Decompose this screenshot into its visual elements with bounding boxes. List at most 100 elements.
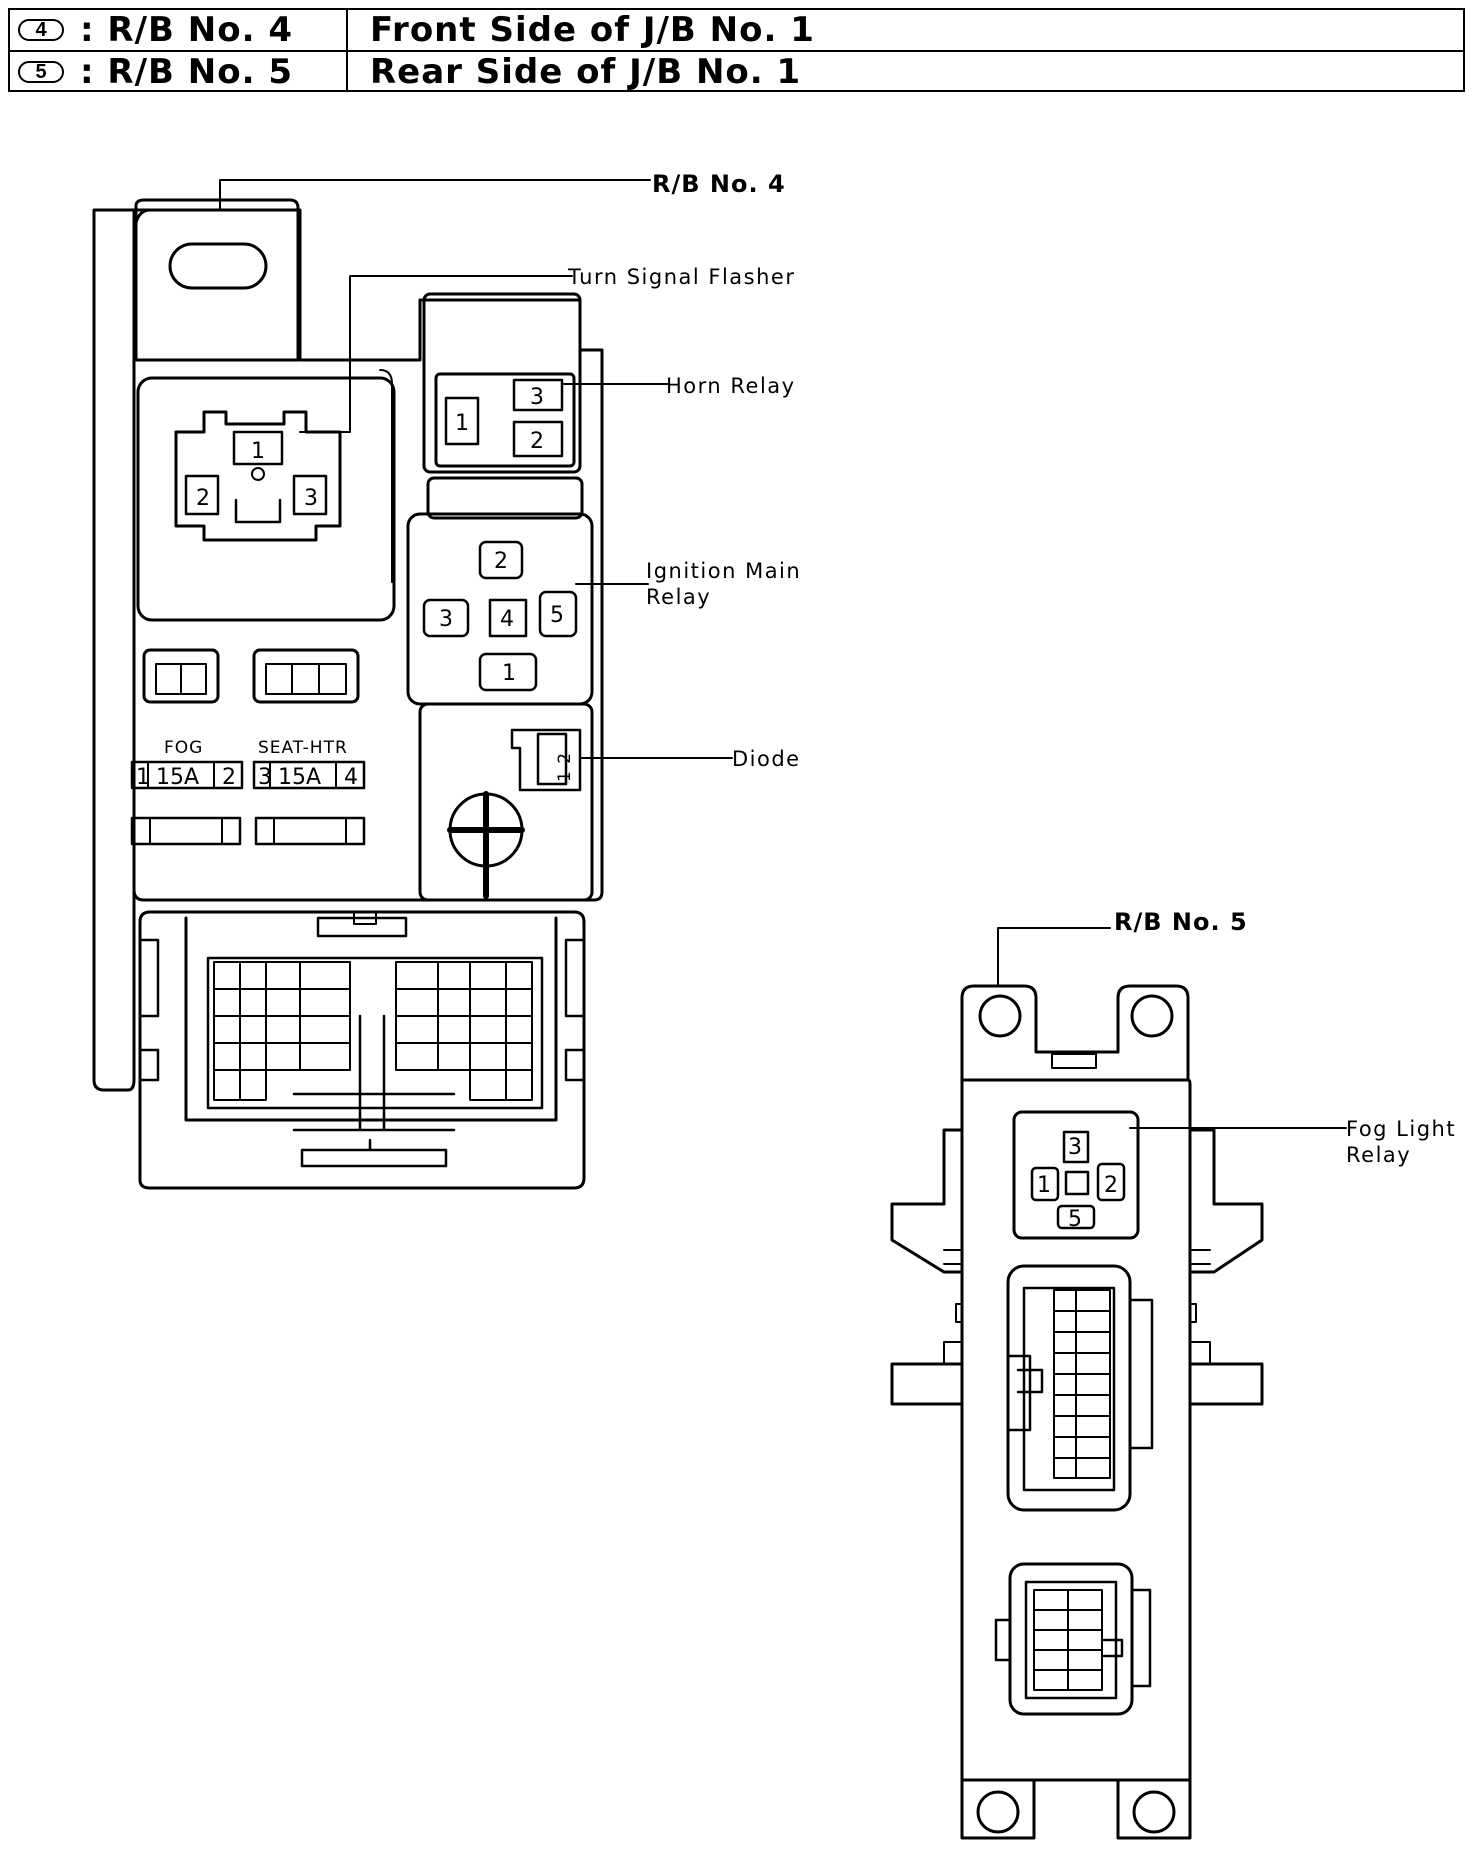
- horn-relay-pin-3: 3: [530, 385, 544, 410]
- turn-signal-flasher-label: Turn Signal Flasher: [567, 265, 795, 289]
- diode-socket: [510, 728, 582, 792]
- ign-pin-3-box: [422, 598, 470, 638]
- flasher-hole: [251, 467, 265, 481]
- ign-pin-2-box: [478, 540, 524, 580]
- rb5-bottom-hole-left: [976, 1790, 1020, 1834]
- fuse-fog-rating: 15A: [156, 765, 199, 790]
- fog-light-relay-label-2: Relay: [1346, 1143, 1411, 1167]
- fuse-slot-2: [254, 816, 366, 846]
- flasher-pin-3: 3: [304, 486, 318, 511]
- fuse-seat-htr-rating: 15A: [278, 765, 321, 790]
- rb5-bottom-ears: [960, 1778, 1192, 1840]
- diode-bay: [418, 702, 594, 902]
- ign-pin-4: 4: [500, 607, 514, 632]
- rb5-lower-connector: [1008, 1562, 1134, 1716]
- diode-body: [536, 732, 568, 786]
- ign-pin-4-box: [488, 598, 528, 638]
- ign-pin-3: 3: [439, 607, 453, 632]
- rb4-connector-inner: [206, 956, 544, 1110]
- horn-relay-pin-1: 1: [455, 411, 469, 436]
- ign-pin-1-box: [478, 652, 538, 692]
- seat-htr-connector-cells: [265, 663, 347, 695]
- header-table: 4 : R/B No. 4 Front Side of J/B No. 1 5 …: [8, 8, 1465, 92]
- fog-relay-pin-1: 1: [1037, 1173, 1051, 1198]
- code-badge-5: 5: [18, 61, 64, 83]
- header-row-1: 4 : R/B No. 4 Front Side of J/B No. 1: [10, 10, 1463, 52]
- leader-turn-signal-flasher: [299, 275, 573, 433]
- fog-pin-5-box: [1056, 1204, 1096, 1230]
- rb5-title: R/B No. 5: [1114, 908, 1248, 936]
- header-divider: [346, 10, 348, 50]
- ign-pin-5: 5: [550, 603, 564, 628]
- fuse-seat-htr-box: [252, 760, 366, 790]
- diode-label: Diode: [732, 747, 801, 771]
- rb5-upper-connector-latch: [1006, 1298, 1154, 1450]
- turn-signal-flasher-bay: [136, 376, 396, 622]
- rb5-top-ears: [960, 984, 1190, 1082]
- fuse-fog-box: [130, 760, 244, 790]
- rb4-main-connector-outer: [138, 910, 586, 1190]
- fuse-slot-dividers: [149, 817, 347, 845]
- flasher-pin-2-box: [184, 474, 220, 516]
- rb5-arm-left: [890, 1362, 964, 1406]
- rb5-top-hole-left: [978, 994, 1022, 1038]
- rb4-main-connector-latch: [316, 916, 408, 938]
- flasher-pin-1-box: [232, 430, 284, 466]
- rb5-upper-connector-grid: [1053, 1289, 1111, 1479]
- header-description-1: Front Side of J/B No. 1: [370, 10, 815, 50]
- rb4-top-tab: [134, 198, 300, 362]
- fog-relay-pin-2: 2: [1104, 1173, 1118, 1198]
- rb5-wing-left: [890, 1128, 964, 1274]
- rb4-assembly: 1 2 3 1 3 2 2 3 4 5 1 1 2: [92, 179, 733, 1190]
- header-row-2: 5 : R/B No. 5 Rear Side of J/B No. 1: [10, 52, 1463, 92]
- ignition-main-relay-label-1: Ignition Main: [646, 559, 801, 583]
- header-divider: [346, 52, 348, 92]
- header-code-cell-2: 5 : R/B No. 5: [18, 52, 293, 92]
- fog-pin-2-box: [1096, 1162, 1126, 1202]
- rb4-connector-left-grid: [213, 961, 351, 1101]
- fog-pin-center-box: [1064, 1170, 1090, 1196]
- rb5-lower-connector-latch: [994, 1588, 1152, 1688]
- fog-pin-3-box: [1062, 1130, 1090, 1164]
- flasher-pin-2: 2: [196, 486, 210, 511]
- fog-light-relay: [1012, 1110, 1140, 1240]
- horn-relay-pin-1-box: [444, 396, 480, 446]
- rb5-upper-connector: [1006, 1264, 1132, 1512]
- rb5-upper-connector-inner: [1022, 1286, 1116, 1492]
- rb4-connector-side-tabs: [138, 938, 586, 1082]
- ign-pin-1: 1: [502, 661, 516, 686]
- fuse-fog-pin-b: 2: [222, 765, 236, 790]
- rb4-title: R/B No. 4: [652, 170, 786, 198]
- flasher-pin-3-box: [292, 474, 328, 516]
- diode-pins: 1 2: [555, 752, 575, 782]
- fuse-fog-pin-a: 1: [136, 765, 150, 790]
- ground-bolt-cross: [447, 791, 525, 899]
- ignition-main-relay-label-2: Relay: [646, 585, 711, 609]
- rb5-clips: [943, 1249, 1211, 1365]
- rb4-connector-right-grid: [395, 961, 533, 1101]
- horn-relay-socket: [434, 372, 576, 468]
- rb4-mount-bracket: [92, 208, 152, 1092]
- ign-pin-2: 2: [494, 549, 508, 574]
- horn-relay-pin-2: 2: [530, 429, 544, 454]
- fuse-slot-1: [130, 816, 242, 846]
- rb5-wing-right: [1188, 1128, 1264, 1274]
- rb5-lower-connector-inner: [1024, 1580, 1118, 1700]
- horn-relay-pin-3-box: [512, 378, 564, 412]
- code-badge-4: 4: [18, 19, 64, 41]
- ignition-relay-frame: [426, 476, 584, 520]
- rb5-bottom-hole-right: [1132, 1790, 1176, 1834]
- fuse-seat-htr-pin-a: 3: [258, 765, 272, 790]
- turn-signal-flasher-connector: [174, 410, 342, 542]
- rb5-lower-connector-grid: [1033, 1589, 1103, 1691]
- horn-relay-housing: [422, 292, 582, 474]
- header-rb-label-2: : R/B No. 5: [80, 52, 294, 92]
- horn-relay-pin-2-box: [512, 420, 564, 458]
- fog-pin-1-box: [1030, 1166, 1060, 1202]
- header-rb-label-1: : R/B No. 4: [80, 10, 294, 50]
- rb5-top-hole-right: [1130, 994, 1174, 1038]
- leader-rb4: [219, 179, 651, 211]
- rb4-connector-bottom-lock: [300, 1138, 448, 1168]
- flasher-pin-1: 1: [251, 439, 265, 464]
